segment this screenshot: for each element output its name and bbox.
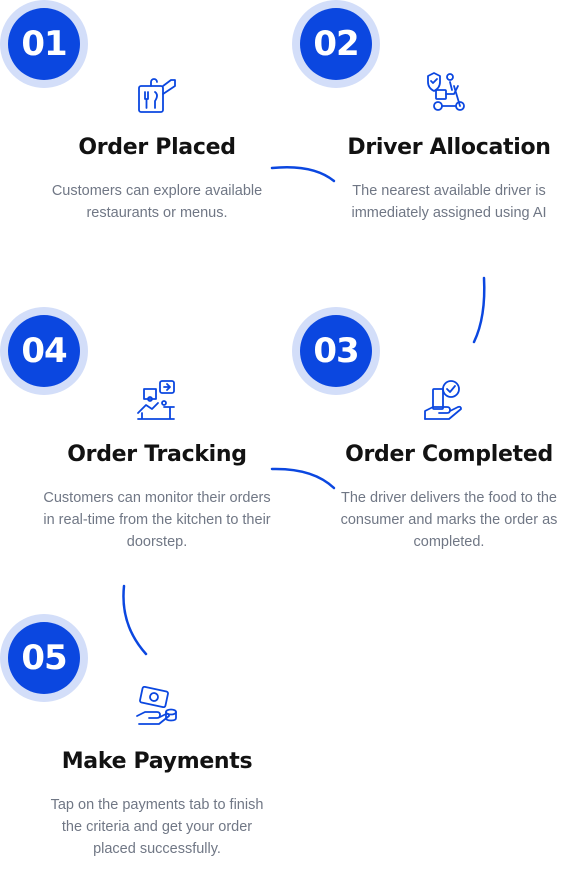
step-title: Order Tracking [67, 442, 247, 467]
connector-03-04 [270, 467, 336, 490]
step-description: Customers can explore available restaura… [51, 183, 263, 221]
step-number-badge: 05 [0, 614, 88, 702]
step-description: The driver delivers the food to the cons… [340, 490, 558, 550]
step-order-completed: 03 Order Completed The driver delivers t… [292, 307, 564, 557]
step-description: Tap on the payments tab to finish the cr… [50, 797, 264, 857]
step-driver-allocation: 02 Driver Allocation The nearest availab… [292, 0, 564, 250]
connector-01-02 [270, 166, 336, 183]
order-tracking-icon [134, 379, 178, 423]
step-number-badge: 02 [292, 0, 380, 88]
step-title: Order Completed [345, 442, 553, 467]
step-title: Make Payments [61, 749, 253, 774]
step-title: Order Placed [78, 135, 236, 160]
delivered-package-icon [421, 379, 465, 423]
connector-04-05 [122, 584, 148, 656]
step-make-payments: 05 Make Payments Tap on the payments tab… [0, 614, 272, 864]
step-number-badge: 04 [0, 307, 88, 395]
step-description: The nearest available driver is immediat… [351, 183, 547, 221]
step-order-placed: 01 Order Placed Customers can explore av… [0, 0, 272, 250]
step-number-badge: 03 [292, 307, 380, 395]
delivery-scooter-icon [424, 70, 468, 114]
step-order-tracking: 04 Order Tracking Customers can monitor … [0, 307, 272, 557]
step-title: Driver Allocation [347, 135, 551, 160]
connector-02-03 [472, 276, 486, 344]
step-description: Customers can monitor their orders in re… [43, 490, 271, 550]
step-number-badge: 01 [0, 0, 88, 88]
restaurant-menu-icon [135, 72, 179, 116]
cash-payment-icon [135, 686, 179, 730]
